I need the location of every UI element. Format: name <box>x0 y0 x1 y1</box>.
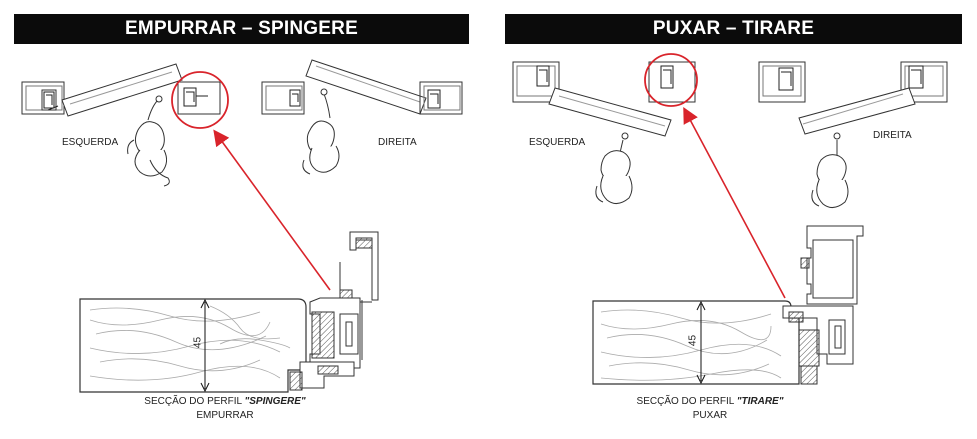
plan-right-pull <box>758 61 948 135</box>
label-esquerda-pull: ESQUERDA <box>529 137 586 148</box>
label-direita-pull: DIREITA <box>873 130 912 141</box>
caption-push: SECÇÃO DO PERFIL "SPINGERE" <box>100 396 350 407</box>
section-wood-pull <box>592 300 800 385</box>
plan-left-pull <box>512 53 698 137</box>
plan-highlight-push <box>171 71 229 129</box>
person-figure-push-left <box>127 95 170 187</box>
highlight-circle-push <box>171 71 229 129</box>
caption-sub-push: EMPURRAR <box>196 410 254 421</box>
panel-push: EMPURRAR – SPINGERE <box>0 0 488 439</box>
red-arrow-push <box>213 129 331 291</box>
caption-profile-push: "SPINGERE" <box>244 396 306 407</box>
pull-diagram <box>512 53 948 385</box>
caption-pull: SECÇÃO DO PERFIL "TIRARE" <box>585 396 835 407</box>
plan-right-push <box>261 59 463 115</box>
dimension-label-push: 45 <box>192 336 204 349</box>
red-arrow-pull <box>683 106 786 299</box>
section-profile-push <box>289 231 379 391</box>
caption-prefix-push: SECÇÃO DO PERFIL <box>144 396 242 407</box>
section-profile-pull <box>782 225 864 385</box>
label-direita-push: DIREITA <box>378 137 417 148</box>
panel-title-pull: PUXAR – TIRARE <box>505 14 962 44</box>
plan-left-push <box>21 63 183 117</box>
section-wood-push <box>79 298 307 393</box>
push-diagram <box>21 59 463 393</box>
caption-profile-pull: "TIRARE" <box>736 396 784 407</box>
caption-sub-pull: PUXAR <box>692 410 728 421</box>
panel-title-push: EMPURRAR – SPINGERE <box>14 14 469 44</box>
person-figure-pull-right <box>811 132 849 208</box>
dimension-label-pull: 45 <box>687 334 699 347</box>
caption-prefix-pull: SECÇÃO DO PERFIL <box>636 396 734 407</box>
highlight-circle-pull <box>644 53 698 107</box>
panel-pull: PUXAR – TIRARE <box>489 0 977 439</box>
person-figure-pull-left <box>595 132 633 204</box>
person-figure-push-right <box>302 88 340 175</box>
label-esquerda-push: ESQUERDA <box>62 137 119 148</box>
